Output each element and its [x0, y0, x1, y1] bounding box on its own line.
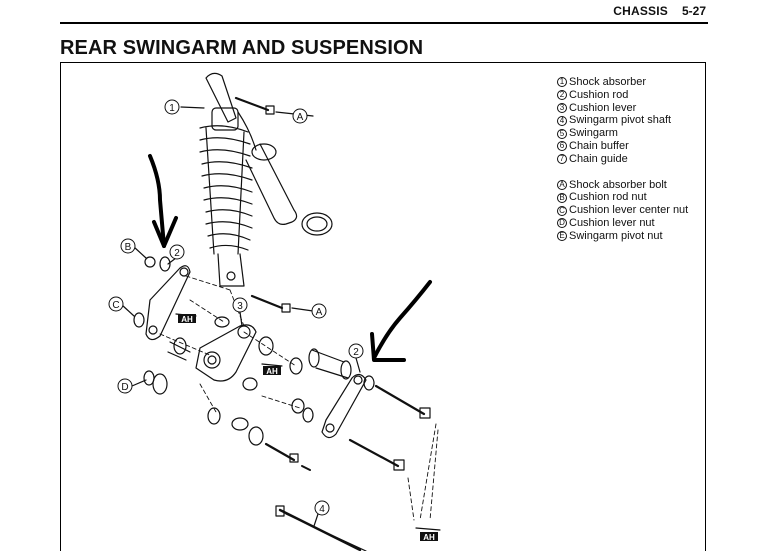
- page-number: 5-27: [681, 4, 706, 18]
- legend-label: Cushion rod: [569, 88, 629, 101]
- callout-2-right-text: 2: [353, 347, 359, 358]
- callout-1: [164, 99, 180, 115]
- cushion-lever: [167, 316, 305, 446]
- cushion-rod-left: [133, 256, 191, 395]
- callout-D: [117, 378, 133, 394]
- figure-frame: [60, 62, 706, 551]
- shock-absorber: [199, 72, 333, 313]
- legend-label: Shock absorber: [569, 76, 647, 88]
- section-name: CHASSIS: [613, 4, 668, 18]
- callout-A2: [311, 303, 327, 319]
- callout-A1-text: A: [297, 112, 304, 123]
- legend-mark: A: [557, 179, 567, 190]
- legend-label: Chain guide: [569, 152, 628, 165]
- legend-mark: 3: [557, 102, 567, 113]
- legend-mark: 5: [557, 128, 567, 139]
- callout-3: [232, 297, 248, 313]
- callout-1-text: 1: [169, 103, 175, 114]
- legend-label: Swingarm pivot nut: [569, 229, 663, 242]
- callout-3-text: 3: [237, 301, 243, 312]
- legend-label: Swingarm pivot shaft: [569, 114, 672, 127]
- grease-badge-1: AH: [181, 315, 193, 324]
- callout-B: [120, 238, 136, 254]
- legend-label: Cushion lever nut: [569, 216, 655, 229]
- grease-badge-2: AH: [266, 367, 278, 376]
- legend-label: Cushion lever: [569, 101, 637, 114]
- legend-mark: C: [557, 205, 567, 216]
- legend-mark: E: [557, 231, 567, 242]
- callout-4-text: 4: [319, 504, 325, 515]
- legend-label: Cushion lever center nut: [569, 204, 689, 217]
- legend-label: Swingarm: [569, 127, 618, 140]
- callout-4: [314, 500, 330, 516]
- callout-2-right: [348, 343, 364, 359]
- legend-label: Shock absorber bolt: [569, 178, 667, 191]
- legend-mark: 2: [557, 90, 567, 101]
- callout-A2-text: A: [316, 307, 323, 318]
- callout-C-text: C: [112, 300, 119, 311]
- page-header: CHASSIS 5-27: [60, 0, 708, 24]
- long-bolt: [374, 384, 426, 416]
- marker-arrow-left: [148, 154, 166, 248]
- marker-arrow-left-head: [152, 216, 178, 248]
- legend-mark: 7: [557, 154, 567, 165]
- callout-2-left-text: 2: [174, 248, 180, 259]
- marker-arrow-right-head: [370, 332, 406, 362]
- callout-C: [108, 296, 124, 312]
- legend-label: Cushion rod nut: [569, 191, 647, 204]
- legend-mark: B: [557, 192, 567, 203]
- callout-B-text: B: [125, 242, 132, 253]
- legend-mark: 4: [557, 115, 567, 126]
- legend-mark: 1: [557, 77, 567, 88]
- legend-label: Chain buffer: [569, 139, 629, 152]
- callout-2-left: [169, 244, 185, 260]
- page-title: REAR SWINGARM AND SUSPENSION: [60, 37, 424, 59]
- grease-badges: AH AH AH: [178, 314, 438, 542]
- legend-mark: D: [557, 218, 567, 229]
- legend-mark: 6: [557, 141, 567, 152]
- callout-A1: [292, 108, 308, 124]
- annotation-arrows: [148, 154, 432, 362]
- grease-badge-3: AH: [423, 533, 435, 542]
- marker-arrow-right: [372, 280, 432, 360]
- callout-D-text: D: [121, 382, 128, 393]
- cushion-rod-right: [302, 373, 375, 439]
